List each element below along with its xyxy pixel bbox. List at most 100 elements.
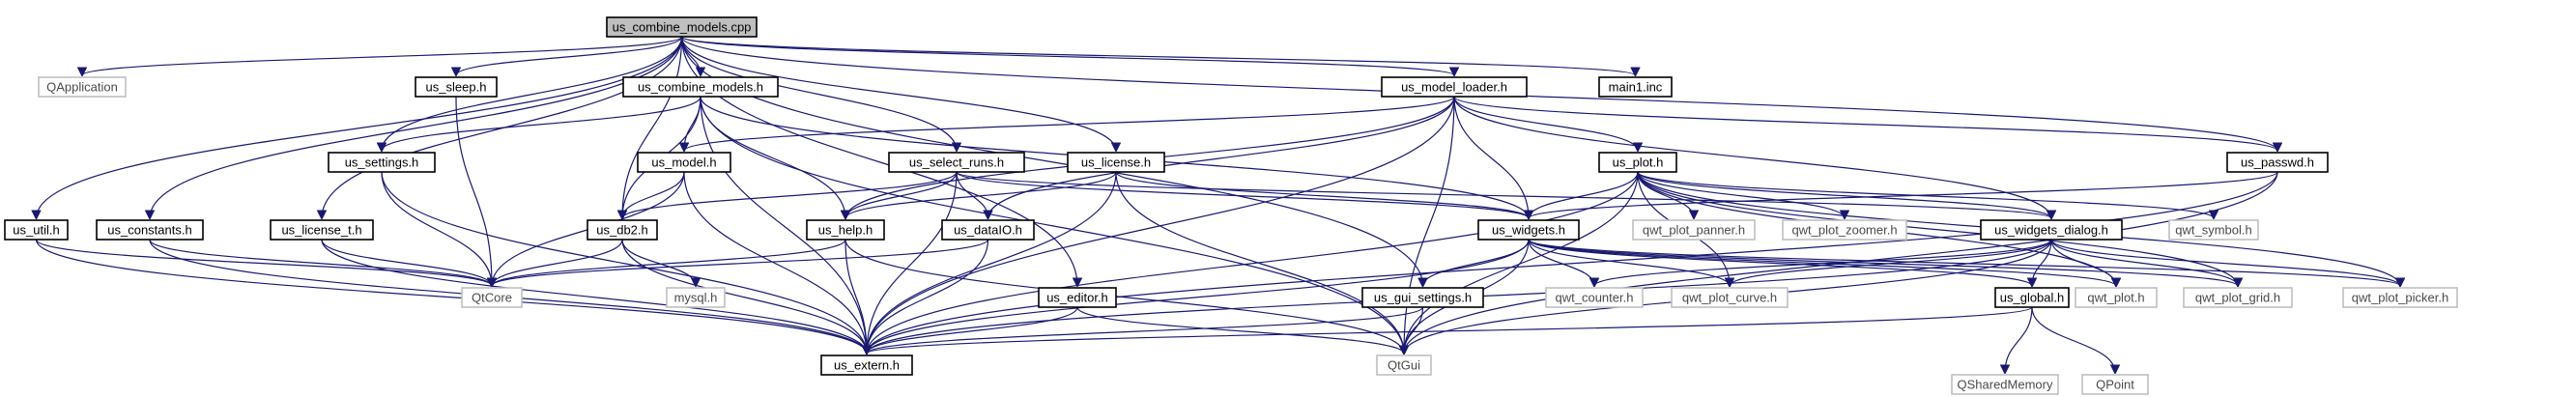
node-qtgui[interactable]: QtGui [1376,354,1432,376]
node-label: us_extern.h [834,358,900,373]
edge-wdlg-to-grid [2050,239,2238,286]
node-box [415,76,498,98]
edge-wdlg-to-curve [1730,239,2052,286]
node-us-license-h[interactable]: us_license.h [1067,152,1165,173]
edge-lict-to-extern [321,239,867,354]
edge-selruns-to-db2 [622,171,958,218]
node-qwt-plot-grid-h[interactable]: qwt_plot_grid.h [2183,287,2293,308]
edge-root-to-consts [150,36,683,218]
node-box [2226,152,2329,173]
node-us-db2-h[interactable]: us_db2.h [587,219,658,241]
node-label: us_settings.h [345,156,419,170]
node-us-combine-models-cpp[interactable]: us_combine_models.cpp [606,16,758,38]
node-us-help-h[interactable]: us_help.h [806,219,885,241]
node-box [1994,287,2070,308]
node-qwt-plot-curve-h[interactable]: qwt_plot_curve.h [1671,287,1789,308]
node-us-passwd-h[interactable]: us_passwd.h [2226,152,2329,173]
edge-help-to-extern [844,239,867,354]
node-label: us_model.h [651,156,716,170]
node-us-settings-h[interactable]: us_settings.h [328,152,436,173]
edge-plot-to-qtgui [1404,171,1639,354]
node-label: us_editor.h [1046,291,1108,305]
edge-root-to-settings [382,36,683,151]
node-us-util-h[interactable]: us_util.h [4,219,69,241]
edge-lict-to-qtcore [321,239,492,286]
edge-passwd-to-widgets [1529,171,2278,218]
node-us-global-h[interactable]: us_global.h [1994,287,2070,308]
edge-license-to-qtgui [1115,171,1404,354]
edge-db2-to-qtcore [492,239,623,286]
edge-widgets-to-guiset [1423,239,1530,286]
edge-widgets-to-global [1528,239,2032,286]
node-qapplication[interactable]: QApplication [38,76,127,98]
node-label: us_dataIO.h [954,223,1022,238]
node-us-model-h[interactable]: us_model.h [637,152,731,173]
node-us-extern-h[interactable]: us_extern.h [820,354,913,376]
node-box [1598,76,1673,98]
node-qwt-counter-h[interactable]: qwt_counter.h [1545,287,1644,308]
node-qwt-plot-zoomer-h[interactable]: qwt_plot_zoomer.h [1782,219,1907,241]
edge-selruns-to-help [845,171,958,218]
node-box [1545,287,1644,308]
node-qwt-plot-picker-h[interactable]: qwt_plot_picker.h [2342,287,2458,308]
edge-selruns-to-widgets [956,171,1529,218]
node-label: qwt_plot_grid.h [2195,291,2280,305]
node-label: us_license_t.h [281,223,361,238]
node-us-editor-h[interactable]: us_editor.h [1038,287,1117,308]
edge-plot-to-symbol [1637,171,2214,218]
node-us-widgets-dialog-h[interactable]: us_widgets_dialog.h [1980,219,2123,241]
node-box [328,152,436,173]
edge-root-to-guiset [680,36,1423,286]
edge-wdlg-to-global [2032,239,2052,286]
node-label: qwt_symbol.h [2175,223,2251,238]
edge-loader-to-qtgui [1404,96,1455,354]
node-box [2168,219,2259,241]
node-mysql-h[interactable]: mysql.h [666,287,726,308]
node-us-gui-settings-h[interactable]: us_gui_settings.h [1361,287,1484,308]
node-us-license-t-h[interactable]: us_license_t.h [270,219,374,241]
edge-passwd-to-qtgui [1404,171,2278,354]
node-box [4,219,69,241]
node-box [1067,152,1165,173]
node-box [1980,219,2123,241]
edge-root-to-util [37,36,683,218]
node-box [820,354,913,376]
node-label: us_global.h [2000,291,2065,305]
node-us-combine-models-h[interactable]: us_combine_models.h [622,76,779,98]
node-qwt-plot-panner-h[interactable]: qwt_plot_panner.h [1632,219,1756,241]
node-box [637,152,731,173]
node-us-model-loader-h[interactable]: us_model_loader.h [1381,76,1528,98]
node-label: us_widgets_dialog.h [1994,223,2108,238]
node-box [888,152,1025,173]
node-label: qwt_counter.h [1556,291,1634,305]
edge-license-to-help [845,171,1117,218]
node-qtcore[interactable]: QtCore [461,287,523,308]
node-qpoint[interactable]: QPoint [2081,374,2149,395]
node-label: qwt_plot_curve.h [1682,291,1777,305]
node-label: us_util.h [13,223,59,238]
node-label: us_constants.h [107,223,191,238]
edge-settings-to-extern [381,171,867,354]
edge-root-to-sleep [456,36,683,75]
edge-widgets-to-picker [1528,239,2400,286]
node-us-constants-h[interactable]: us_constants.h [96,219,204,241]
node-qwt-symbol-h[interactable]: qwt_symbol.h [2168,219,2259,241]
node-label: us_passwd.h [2241,156,2314,170]
edge-model-to-db2 [622,171,685,218]
edge-model-to-extern [683,171,867,354]
node-box [2075,287,2158,308]
node-box [622,76,779,98]
node-us-dataio-h[interactable]: us_dataIO.h [941,219,1035,241]
edge-global-to-shmem [2005,306,2033,373]
node-us-plot-h[interactable]: us_plot.h [1598,152,1677,173]
node-us-select-runs-h[interactable]: us_select_runs.h [888,152,1025,173]
node-qwt-plot-h[interactable]: qwt_plot.h [2075,287,2158,308]
node-box [2081,374,2149,395]
node-us-sleep-h[interactable]: us_sleep.h [415,76,498,98]
node-main1-inc[interactable]: main1.inc [1598,76,1673,98]
edge-cmh-to-extern [700,96,867,354]
node-us-widgets-h[interactable]: us_widgets.h [1477,219,1580,241]
node-box [1381,76,1528,98]
node-qsharedmemory[interactable]: QSharedMemory [1951,374,2059,395]
edge-editor-to-extern [867,306,1078,354]
